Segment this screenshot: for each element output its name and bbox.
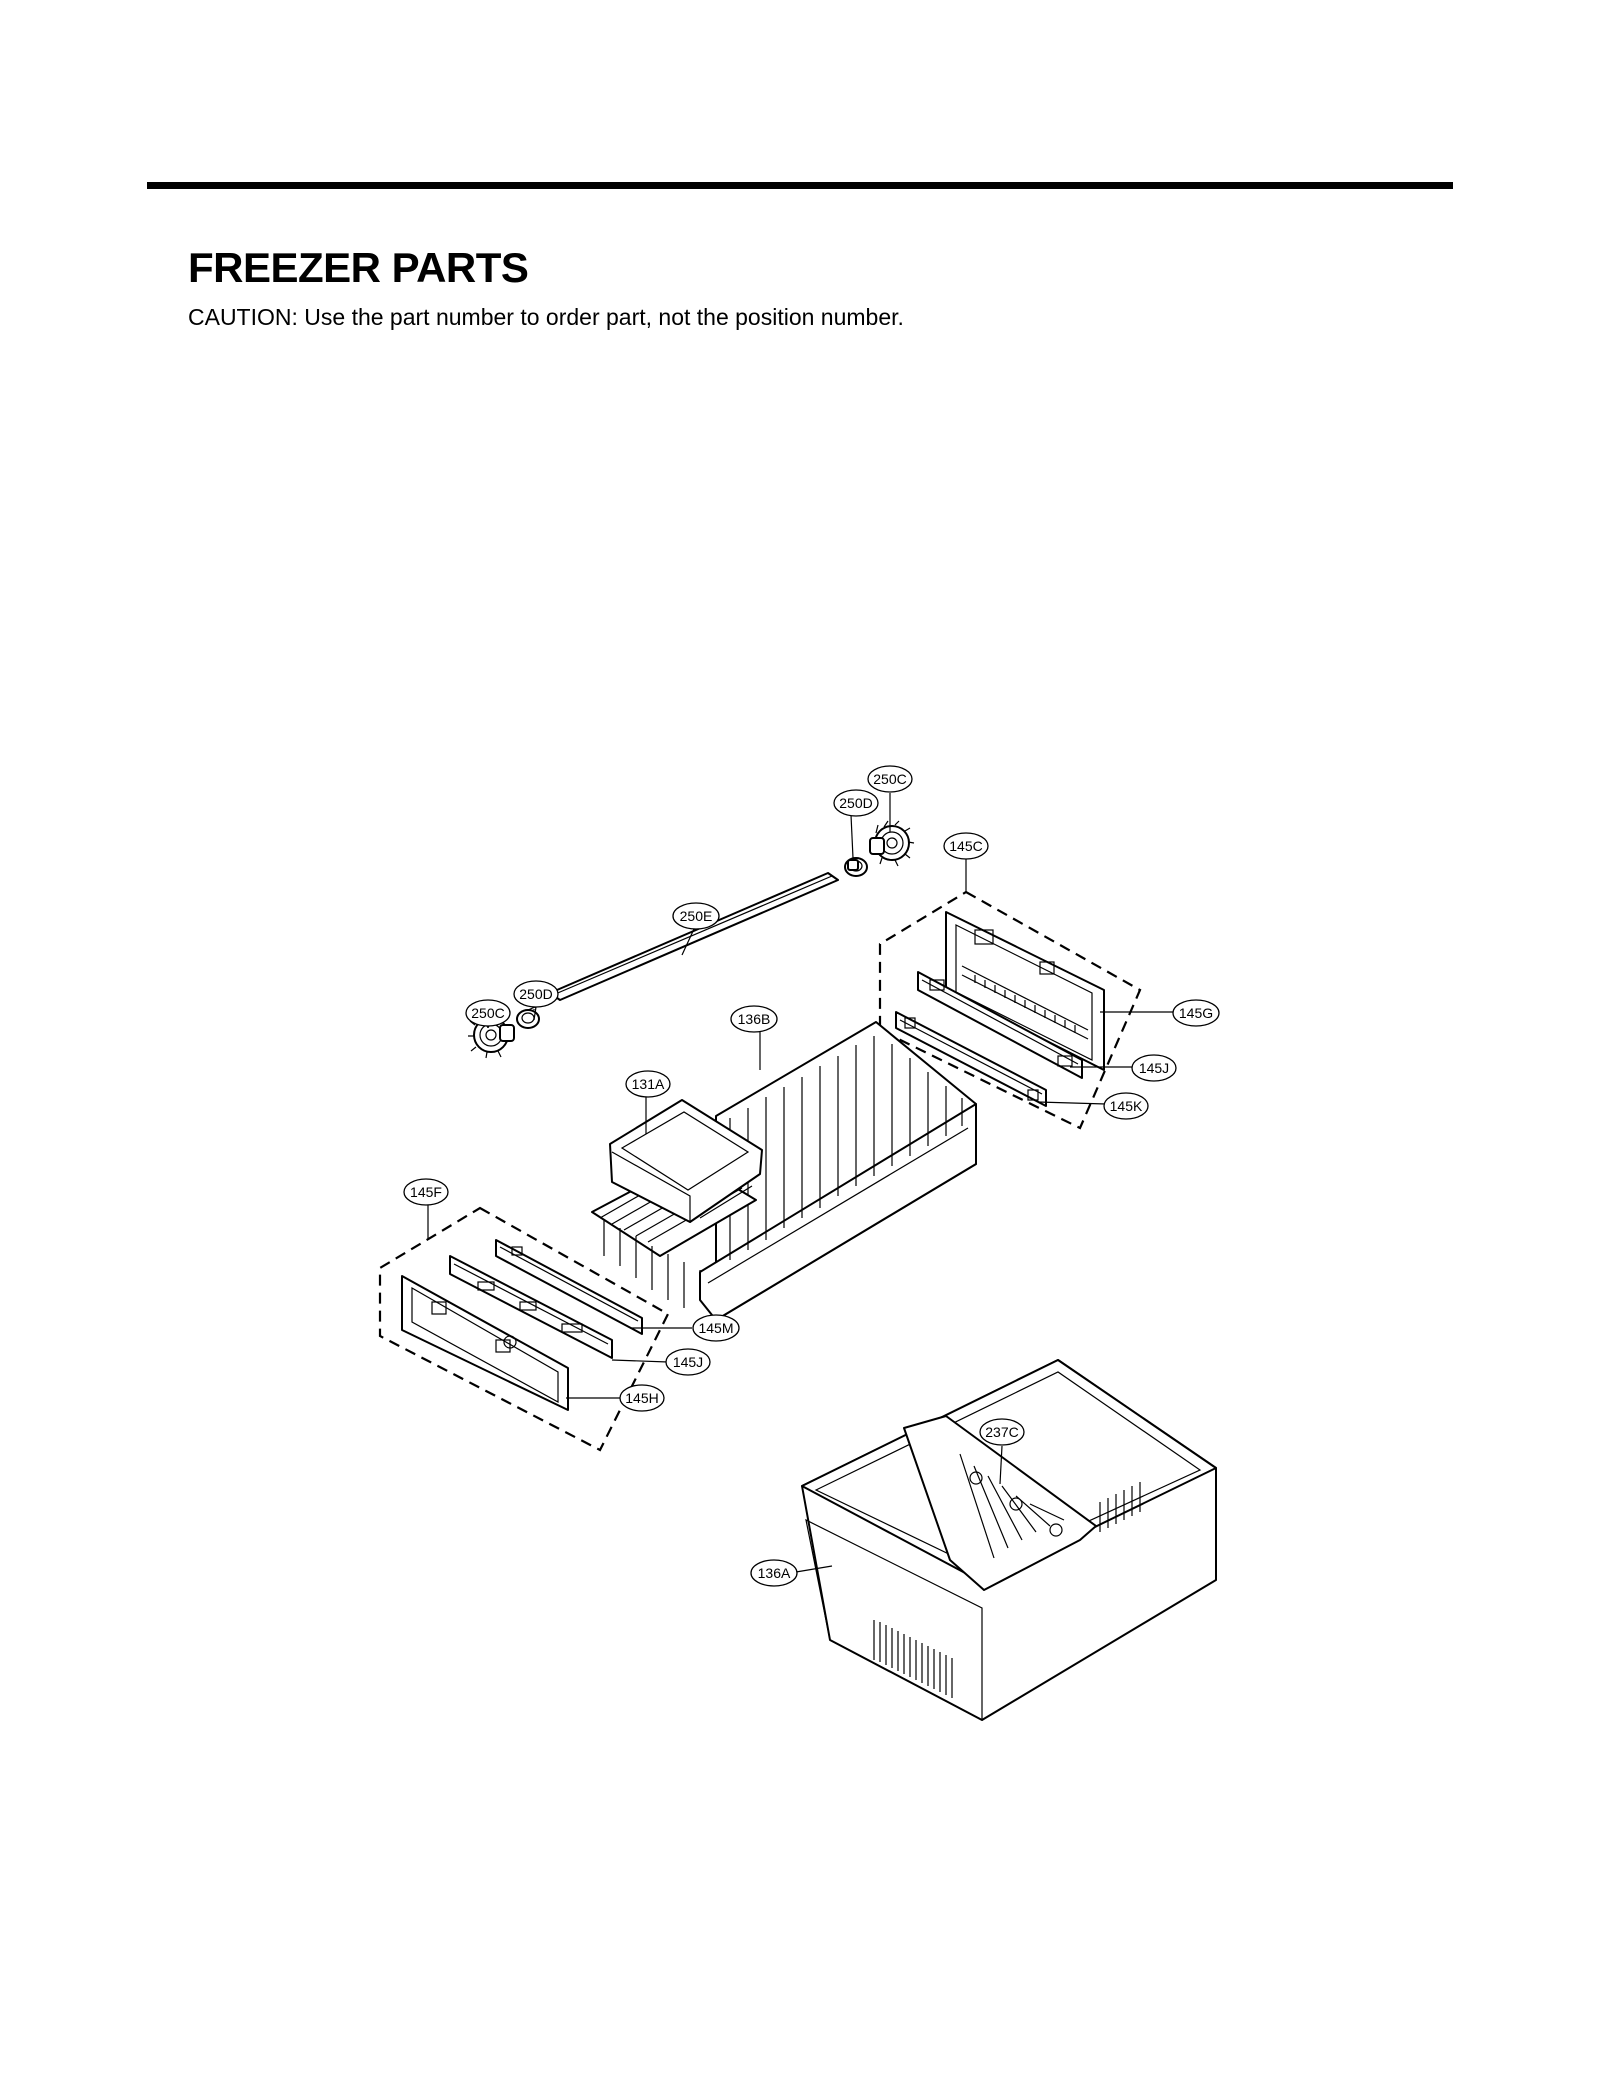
ice-bin-131a bbox=[609, 1099, 763, 1223]
caution-note: CAUTION: Use the part number to order pa… bbox=[188, 304, 904, 330]
tag-145f: 145F bbox=[403, 1178, 449, 1206]
tag-237c: 237C bbox=[979, 1418, 1025, 1446]
tag-145c: 145C bbox=[943, 832, 989, 860]
svg-text:145J: 145J bbox=[673, 1354, 703, 1370]
tag-145j-right: 145J bbox=[1131, 1054, 1177, 1082]
svg-text:237C: 237C bbox=[985, 1424, 1018, 1440]
tag-250d-top: 250D bbox=[833, 789, 879, 817]
slide-rail-145j-right bbox=[917, 971, 1083, 1079]
header-rule bbox=[147, 182, 1453, 189]
svg-text:145H: 145H bbox=[625, 1390, 658, 1406]
tag-250e: 250E bbox=[672, 902, 720, 930]
svg-text:250E: 250E bbox=[680, 908, 713, 924]
svg-text:145M: 145M bbox=[698, 1320, 733, 1336]
tag-250d-left: 250D bbox=[513, 980, 559, 1008]
svg-text:250D: 250D bbox=[839, 795, 872, 811]
tag-250c-top: 250C bbox=[867, 765, 913, 793]
slide-rail-145k bbox=[895, 1011, 1047, 1107]
rail-cover-145g bbox=[945, 911, 1105, 1071]
tag-136b: 136B bbox=[730, 1005, 778, 1033]
pinion-gear-250c-top bbox=[869, 820, 915, 867]
svg-text:145G: 145G bbox=[1179, 1005, 1213, 1021]
divider-237c bbox=[903, 1415, 1097, 1591]
group-145f-outline bbox=[378, 1206, 670, 1452]
svg-text:145K: 145K bbox=[1110, 1098, 1143, 1114]
tag-250c-left: 250C bbox=[465, 999, 511, 1027]
pinion-gear-250c-left bbox=[468, 1010, 515, 1059]
svg-text:250C: 250C bbox=[873, 771, 906, 787]
tag-145m: 145M bbox=[692, 1314, 740, 1342]
svg-text:131A: 131A bbox=[632, 1076, 665, 1092]
svg-text:136B: 136B bbox=[738, 1011, 771, 1027]
cap-250d-top bbox=[844, 857, 868, 877]
svg-text:145C: 145C bbox=[949, 838, 982, 854]
svg-text:136A: 136A bbox=[758, 1565, 791, 1581]
tag-136a: 136A bbox=[750, 1559, 798, 1587]
svg-text:145J: 145J bbox=[1139, 1060, 1169, 1076]
rail-250e bbox=[549, 872, 839, 1001]
svg-text:250C: 250C bbox=[471, 1005, 504, 1021]
svg-text:145F: 145F bbox=[410, 1184, 442, 1200]
tag-145j-left: 145J bbox=[665, 1348, 711, 1376]
rail-cover-145h bbox=[401, 1275, 569, 1411]
tag-131a: 131A bbox=[625, 1070, 671, 1098]
group-145c-outline bbox=[878, 890, 1142, 1130]
page-title: FREEZER PARTS bbox=[188, 244, 529, 291]
svg-text:250D: 250D bbox=[519, 986, 552, 1002]
slide-rail-145j-left bbox=[449, 1255, 613, 1359]
tag-145h: 145H bbox=[619, 1384, 665, 1412]
tag-145k: 145K bbox=[1103, 1092, 1149, 1120]
tag-145g: 145G bbox=[1172, 999, 1220, 1027]
slide-rail-145m bbox=[495, 1239, 643, 1335]
